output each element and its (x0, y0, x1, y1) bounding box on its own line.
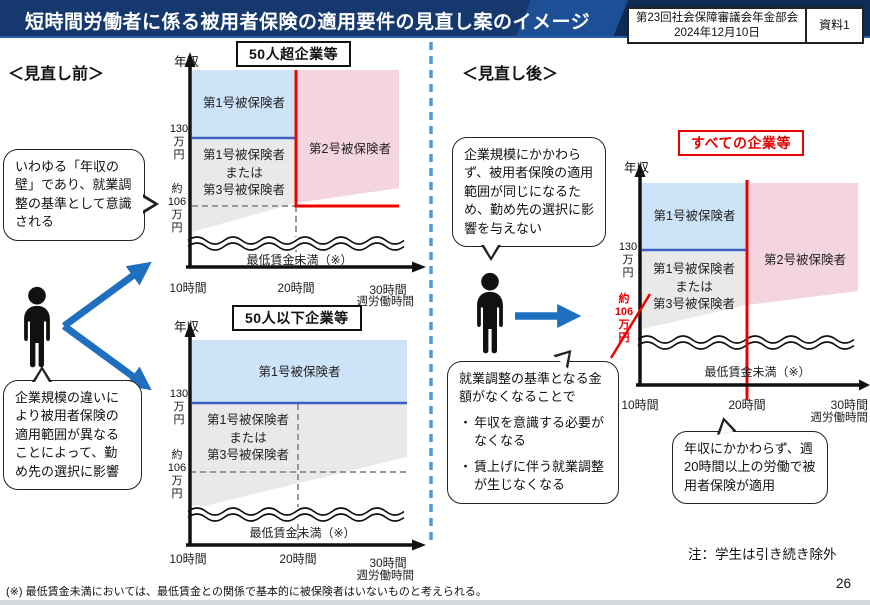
minwage-label: 最低賃金未満（※） (249, 526, 356, 540)
bubble-tail (142, 194, 159, 214)
chart-all-companies: すべての企業等 年収 130 万 円 約 106 万 円 第1号被保険者 第1号… (605, 125, 870, 427)
bubble-no-threshold-point-1: ・ 年収を意識する必要がなくなる (459, 414, 607, 451)
minwage-label: 最低賃金未満（※） (246, 253, 353, 267)
x-axis-label: 週労働時間 (810, 412, 869, 424)
x-tick-10h: 10時間 (621, 398, 659, 412)
income-106-label: 約 106 万 円 (167, 449, 187, 500)
x-tick-20h: 20時間 (279, 552, 317, 566)
footnote: (※) 最低賃金未満においては、最低賃金との関係で基本的に被保険者はいないものと… (6, 586, 487, 598)
chart-over50-title: 50人超企業等 (236, 41, 352, 67)
bubble-no-threshold-intro: 就業調整の基準となる金額がなくなることで (459, 371, 602, 405)
region-cat2-label: 第2号被保険者 (764, 253, 846, 267)
before-person-icon (24, 286, 50, 368)
meeting-date: 2024年12月10日 (674, 26, 760, 39)
x-tick-10h: 10時間 (169, 281, 207, 295)
x-tick-30h: 30時間 (830, 398, 868, 412)
speech-bubble-wall: いわゆる「年収の壁」であり、就業調整の基準として意識される (3, 149, 159, 241)
chart-under50-plot (184, 322, 426, 551)
bubble-tail (553, 343, 579, 369)
x-axis-label: 週労働時間 (356, 296, 415, 308)
region-cat1-label: 第1号被保険者 (203, 96, 285, 110)
before-heading: ＜見直し前＞ (8, 66, 105, 83)
income-130-label: 130 万 円 (169, 123, 189, 161)
region-cat13-label: 第1号被保険者 または 第3号被保険者 (203, 148, 285, 197)
chart-all-plot (634, 163, 870, 400)
meeting-info-box: 第23回社会保障審議会年金部会 2024年12月10日 (627, 7, 807, 44)
x-tick-30h: 30時間 (369, 556, 407, 570)
speech-bubble-20h: 年収にかかわらず、週20時間以上の労働で被用者保険が適用 (672, 415, 828, 505)
chart-under50-title: 50人以下企業等 (232, 305, 362, 331)
bullet-icon: ・ (459, 414, 473, 430)
branch-arrows-icon (61, 261, 152, 391)
speech-bubble-scale-diff: 企業規模の違いにより被用者保険の適用範囲が異なることによって、勤め先の選択に影響 (3, 366, 142, 491)
chart-under50: 50人以下企業等 年収 130 万 円 約 106 万 円 第1号被保険者 第1… (160, 300, 438, 590)
minwage-label: 最低賃金未満（※） (704, 365, 811, 379)
income-130-label: 130 万 円 (169, 388, 189, 426)
region-cat2-label: 第2号被保険者 (309, 142, 391, 156)
y-axis-label: 年収 (624, 161, 650, 175)
x-tick-30h: 30時間 (369, 283, 407, 297)
income-130-label: 130 万 円 (618, 241, 638, 279)
bubble-tail (481, 245, 501, 262)
income-106-label: 約 106 万 円 (167, 183, 187, 234)
bubble-no-threshold-point-2: ・ 賃上げに伴う就業調整が生じなくなる (459, 458, 607, 495)
chart-all-title: すべての企業等 (678, 130, 804, 156)
bubble-no-threshold-point-2-text: 賃上げに伴う就業調整が生じなくなる (474, 458, 605, 493)
right-arrow-icon (515, 303, 582, 329)
strikethrough-line (609, 293, 652, 359)
chart-over50: 50人超企業等 年収 130 万 円 約 106 万 円 第1号被保険者 第1号… (160, 40, 438, 308)
speech-bubble-no-threshold: 就業調整の基準となる金額がなくなることで ・ 年収を意識する必要がなくなる ・ … (447, 343, 619, 504)
after-heading: ＜見直し後＞ (462, 66, 559, 83)
after-person-icon (477, 272, 503, 354)
note-students: 注：学生は引き続き除外 (688, 547, 837, 562)
y-axis-label: 年収 (174, 320, 200, 334)
doc-number-box: 資料1 (805, 7, 864, 44)
speech-bubble-same-scope-text: 企業規模にかかわらず、被用者保険の適用範囲が同じになるため、勤め先の選択に影響を… (464, 147, 595, 236)
x-tick-10h: 10時間 (169, 552, 207, 566)
bubble-no-threshold-point-1-text: 年収を意識する必要がなくなる (474, 414, 605, 449)
speech-bubble-20h-text: 年収にかかわらず、週20時間以上の労働で被用者保険が適用 (684, 441, 816, 493)
region-cat13-label: 第1号被保険者 または 第3号被保険者 (207, 413, 289, 462)
x-tick-20h: 20時間 (277, 281, 315, 295)
bullet-icon: ・ (459, 458, 473, 474)
meeting-name: 第23回社会保障審議会年金部会 (635, 11, 799, 24)
region-cat13-label: 第1号被保険者 または 第3号被保険者 (653, 262, 735, 311)
chart-over50-plot (184, 52, 426, 273)
region-cat1-label: 第1号被保険者 (258, 365, 341, 379)
speech-bubble-scale-diff-text: 企業規模の違いにより被用者保険の適用範囲が異なることによって、勤め先の選択に影響 (15, 390, 120, 479)
page-title: 短時間労働者に係る被用者保険の適用要件の見直し案のイメージ (25, 12, 591, 33)
speech-bubble-wall-text: いわゆる「年収の壁」であり、就業調整の基準として意識される (15, 159, 132, 230)
bubble-tail (32, 366, 52, 382)
x-tick-20h: 20時間 (728, 398, 766, 412)
region-cat1-label: 第1号被保険者 (653, 209, 736, 223)
y-axis-label: 年収 (174, 55, 200, 69)
page-number: 26 (836, 576, 852, 591)
x-axis-label: 週労働時間 (356, 570, 415, 582)
bottom-strip (0, 600, 870, 605)
bubble-tail (713, 415, 737, 435)
reference-box: 第23回社会保障審議会年金部会 2024年12月10日 資料1 (627, 7, 864, 44)
speech-bubble-same-scope: 企業規模にかかわらず、被用者保険の適用範囲が同じになるため、勤め先の選択に影響を… (452, 137, 606, 262)
